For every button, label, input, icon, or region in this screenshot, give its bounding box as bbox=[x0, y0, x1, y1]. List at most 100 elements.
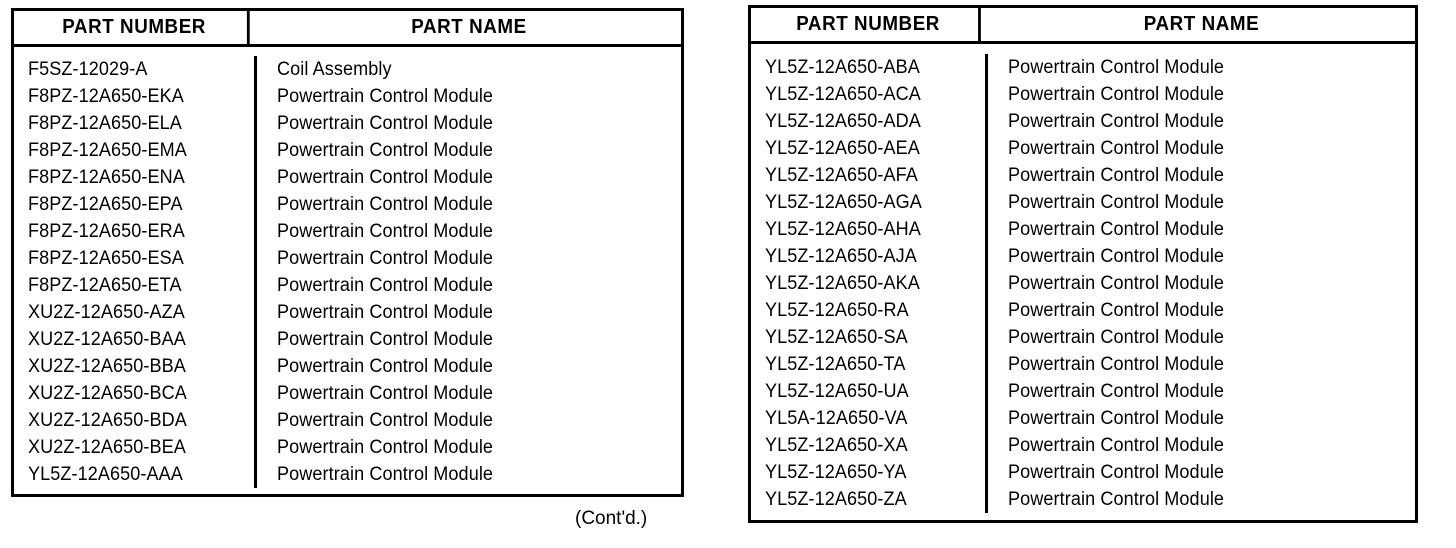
part-name-text: Coil Assembly bbox=[277, 58, 392, 80]
part-name-text: Powertrain Control Module bbox=[1008, 407, 1225, 429]
cell-part-name: Powertrain Control Module bbox=[257, 110, 681, 137]
cell-part-name: Powertrain Control Module bbox=[257, 380, 681, 407]
part-number-text: YL5Z-12A650-ADA bbox=[765, 110, 921, 132]
part-number-text: XU2Z-12A650-AZA bbox=[28, 301, 185, 323]
part-name-text: Powertrain Control Module bbox=[277, 328, 494, 350]
part-name-text: Powertrain Control Module bbox=[277, 436, 494, 458]
cell-part-number: XU2Z-12A650-BDA bbox=[14, 407, 257, 434]
part-number-text: YL5Z-12A650-AEA bbox=[765, 137, 920, 159]
part-name-text: Powertrain Control Module bbox=[1008, 218, 1225, 240]
cell-part-number: YL5Z-12A650-TA bbox=[751, 351, 988, 378]
cell-part-number: YL5Z-12A650-ABA bbox=[751, 54, 988, 81]
column-header-part-name: PART NAME bbox=[1143, 13, 1260, 35]
part-number-text: YL5Z-12A650-YA bbox=[765, 461, 907, 483]
table-row: XU2Z-12A650-BDA Powertrain Control Module bbox=[14, 407, 681, 434]
table-row: F8PZ-12A650-ESA Powertrain Control Module bbox=[14, 245, 681, 272]
part-name-text: Powertrain Control Module bbox=[1008, 245, 1225, 267]
cell-part-name: Powertrain Control Module bbox=[257, 245, 681, 272]
cell-part-name: Powertrain Control Module bbox=[988, 243, 1415, 270]
table-row: XU2Z-12A650-BCA Powertrain Control Module bbox=[14, 380, 681, 407]
cell-part-number: YL5Z-12A650-AAA bbox=[14, 461, 257, 488]
cell-part-number: YL5Z-12A650-YA bbox=[751, 459, 988, 486]
part-name-text: Powertrain Control Module bbox=[1008, 326, 1225, 348]
part-number-text: F8PZ-12A650-ETA bbox=[28, 274, 182, 296]
cell-part-name: Powertrain Control Module bbox=[988, 405, 1415, 432]
cell-part-name: Powertrain Control Module bbox=[988, 54, 1415, 81]
cell-part-name: Powertrain Control Module bbox=[988, 108, 1415, 135]
cell-part-number: YL5Z-12A650-ZA bbox=[751, 486, 988, 513]
cell-part-name: Powertrain Control Module bbox=[988, 270, 1415, 297]
table-row: YL5A-12A650-VA Powertrain Control Module bbox=[751, 405, 1415, 432]
cell-part-number: YL5Z-12A650-ADA bbox=[751, 108, 988, 135]
table-row: XU2Z-12A650-AZA Powertrain Control Module bbox=[14, 299, 681, 326]
cell-part-name: Powertrain Control Module bbox=[257, 326, 681, 353]
part-number-text: YL5Z-12A650-AGA bbox=[765, 191, 922, 213]
part-name-text: Powertrain Control Module bbox=[1008, 353, 1225, 375]
part-name-text: Powertrain Control Module bbox=[277, 463, 494, 485]
cell-part-name: Powertrain Control Module bbox=[988, 162, 1415, 189]
table-row: YL5Z-12A650-AFA Powertrain Control Module bbox=[751, 162, 1415, 189]
part-number-text: F8PZ-12A650-ELA bbox=[28, 112, 182, 134]
cell-part-name: Powertrain Control Module bbox=[988, 432, 1415, 459]
cell-part-number: YL5Z-12A650-AHA bbox=[751, 216, 988, 243]
part-name-text: Powertrain Control Module bbox=[1008, 488, 1225, 510]
part-number-text: XU2Z-12A650-BEA bbox=[28, 436, 186, 458]
cell-part-name: Powertrain Control Module bbox=[988, 486, 1415, 513]
part-number-text: F8PZ-12A650-ESA bbox=[28, 247, 184, 269]
cell-part-name: Powertrain Control Module bbox=[257, 272, 681, 299]
table-header-row: PART NUMBER PART NAME bbox=[751, 8, 1415, 44]
table-row: YL5Z-12A650-YA Powertrain Control Module bbox=[751, 459, 1415, 486]
table-row: XU2Z-12A650-BEA Powertrain Control Module bbox=[14, 434, 681, 461]
column-header-part-number: PART NUMBER bbox=[21, 11, 250, 44]
cell-part-number: YL5Z-12A650-AKA bbox=[751, 270, 988, 297]
cell-part-number: YL5Z-12A650-AJA bbox=[751, 243, 988, 270]
part-name-text: Powertrain Control Module bbox=[277, 355, 494, 377]
part-number-text: YL5Z-12A650-ZA bbox=[765, 488, 907, 510]
cell-part-number: YL5A-12A650-VA bbox=[751, 405, 988, 432]
cell-part-number: F8PZ-12A650-ETA bbox=[14, 272, 257, 299]
part-name-text: Powertrain Control Module bbox=[277, 274, 494, 296]
part-number-text: YL5Z-12A650-XA bbox=[765, 434, 908, 456]
table-row: XU2Z-12A650-BAA Powertrain Control Module bbox=[14, 326, 681, 353]
cell-part-name: Powertrain Control Module bbox=[988, 459, 1415, 486]
part-name-text: Powertrain Control Module bbox=[1008, 110, 1225, 132]
part-number-text: YL5Z-12A650-ABA bbox=[765, 56, 920, 78]
cell-part-number: XU2Z-12A650-BAA bbox=[14, 326, 257, 353]
part-number-text: F8PZ-12A650-EKA bbox=[28, 85, 184, 107]
cell-part-number: F8PZ-12A650-ELA bbox=[14, 110, 257, 137]
part-name-text: Powertrain Control Module bbox=[1008, 380, 1225, 402]
part-name-text: Powertrain Control Module bbox=[1008, 299, 1225, 321]
part-number-text: YL5Z-12A650-TA bbox=[765, 353, 906, 375]
part-name-text: Powertrain Control Module bbox=[277, 409, 494, 431]
cell-part-number: F8PZ-12A650-ESA bbox=[14, 245, 257, 272]
cell-part-number: F8PZ-12A650-ENA bbox=[14, 164, 257, 191]
cell-part-number: YL5Z-12A650-AFA bbox=[751, 162, 988, 189]
part-number-text: YL5Z-12A650-AFA bbox=[765, 164, 918, 186]
part-name-text: Powertrain Control Module bbox=[1008, 137, 1225, 159]
cell-part-name: Powertrain Control Module bbox=[257, 218, 681, 245]
part-name-text: Powertrain Control Module bbox=[277, 301, 494, 323]
cell-part-name: Powertrain Control Module bbox=[257, 434, 681, 461]
part-name-text: Powertrain Control Module bbox=[277, 139, 494, 161]
cell-part-name: Powertrain Control Module bbox=[988, 351, 1415, 378]
cell-part-name: Powertrain Control Module bbox=[988, 189, 1415, 216]
part-number-text: YL5A-12A650-VA bbox=[765, 407, 908, 429]
table-header-row: PART NUMBER PART NAME bbox=[14, 11, 681, 47]
cell-part-name: Powertrain Control Module bbox=[257, 461, 681, 488]
cell-part-number: YL5Z-12A650-AGA bbox=[751, 189, 988, 216]
column-header-part-number: PART NUMBER bbox=[758, 8, 981, 41]
table-row: YL5Z-12A650-AHA Powertrain Control Module bbox=[751, 216, 1415, 243]
cell-part-name: Powertrain Control Module bbox=[988, 135, 1415, 162]
part-name-text: Powertrain Control Module bbox=[1008, 83, 1225, 105]
part-name-text: Powertrain Control Module bbox=[277, 112, 494, 134]
part-number-text: XU2Z-12A650-BCA bbox=[28, 382, 187, 404]
cell-part-number: YL5Z-12A650-AEA bbox=[751, 135, 988, 162]
cell-part-name: Powertrain Control Module bbox=[988, 378, 1415, 405]
